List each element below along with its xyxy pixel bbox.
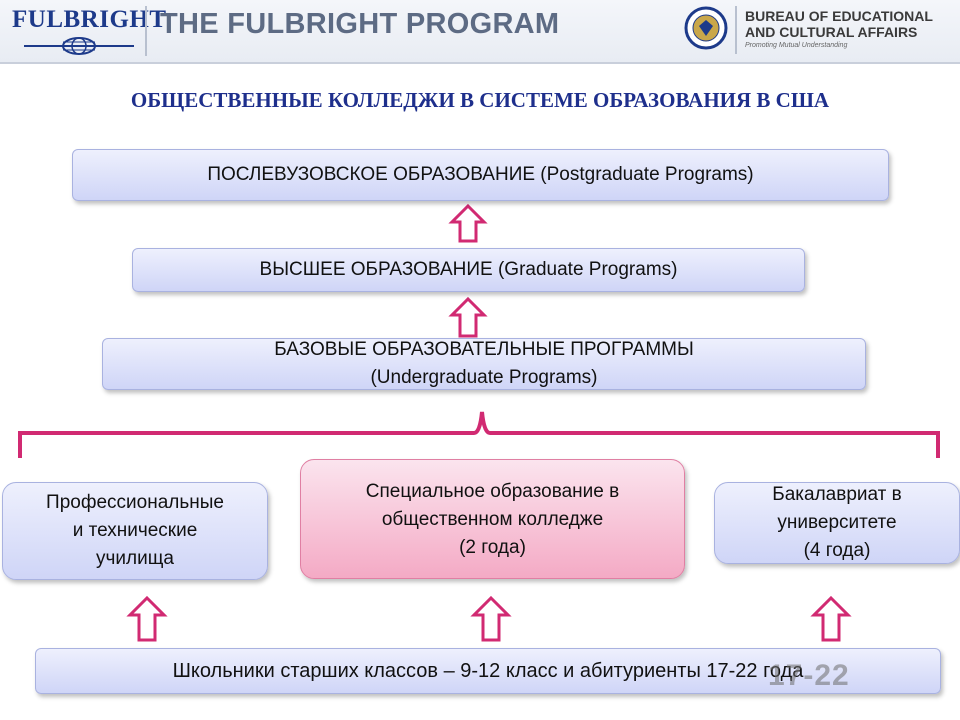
up-arrow-icon [126,595,168,642]
bachelor-line3: (4 года) [803,540,871,561]
community-college-box: Специальное образование в общественном к… [300,459,685,579]
header-divider [145,6,147,56]
header-bar: FULBRIGHT THE FULBRIGHT PROGRAM BUREAU O… [0,0,960,64]
vocational-line3: училища [96,548,174,569]
undergraduate-label-line2: (Undergraduate Programs) [370,367,598,388]
slide-title: ОБЩЕСТВЕННЫЕ КОЛЛЕДЖИ В СИСТЕМЕ ОБРАЗОВА… [130,88,830,112]
globe-icon [24,37,134,55]
graduate-label: ВЫСШЕЕ ОБРАЗОВАНИЕ (Graduate Programs) [259,259,678,280]
postgraduate-label: ПОСЛЕВУЗОВСКОЕ ОБРАЗОВАНИЕ (Postgraduate… [207,164,754,185]
undergraduate-box: БАЗОВЫЕ ОБРАЗОВАТЕЛЬНЫЕ ПРОГРАММЫ (Under… [102,338,866,390]
students-box: Школьники старших классов – 9-12 класс и… [35,648,941,694]
fulbright-logo: FULBRIGHT [12,6,166,56]
up-arrow-icon [810,595,852,642]
bureau-tagline: Promoting Mutual Understanding [745,42,848,49]
community-college-line2: общественном колледже [381,509,604,530]
vocational-schools-box: Профессиональные и технические училища [2,482,268,580]
up-arrow-icon [448,203,488,243]
up-arrow-icon [470,595,512,642]
vocational-line1: Профессиональные [46,492,224,513]
bracket [18,411,940,458]
bachelor-line1: Бакалавриат в [772,484,902,505]
bachelor-line2: университете [777,512,897,533]
postgraduate-box: ПОСЛЕВУЗОВСКОЕ ОБРАЗОВАНИЕ (Postgraduate… [72,149,889,201]
vocational-line2: и технические [72,520,198,541]
undergraduate-label-line1: БАЗОВЫЕ ОБРАЗОВАТЕЛЬНЫЕ ПРОГРАММЫ [274,339,694,360]
graduate-box: ВЫСШЕЕ ОБРАЗОВАНИЕ (Graduate Programs) [132,248,805,292]
watermark: 17-22 [768,659,850,692]
header-divider-2 [735,6,737,54]
state-department-seal-icon [684,6,728,50]
bureau-name-line2: AND CULTURAL AFFAIRS [745,24,918,40]
bachelor-box: Бакалавриат в университете (4 года) [714,482,960,564]
bureau-name-line1: BUREAU OF EDUCATIONAL [745,8,933,24]
community-college-line1: Специальное образование в [365,481,620,502]
students-label: Школьники старших классов – 9-12 класс и… [172,660,804,682]
community-college-line3: (2 года) [459,537,526,558]
bureau-logo: BUREAU OF EDUCATIONAL AND CULTURAL AFFAI… [745,8,933,49]
fulbright-logo-text: FULBRIGHT [12,6,167,33]
program-title: THE FULBRIGHT PROGRAM [160,8,560,40]
up-arrow-icon [448,296,488,338]
